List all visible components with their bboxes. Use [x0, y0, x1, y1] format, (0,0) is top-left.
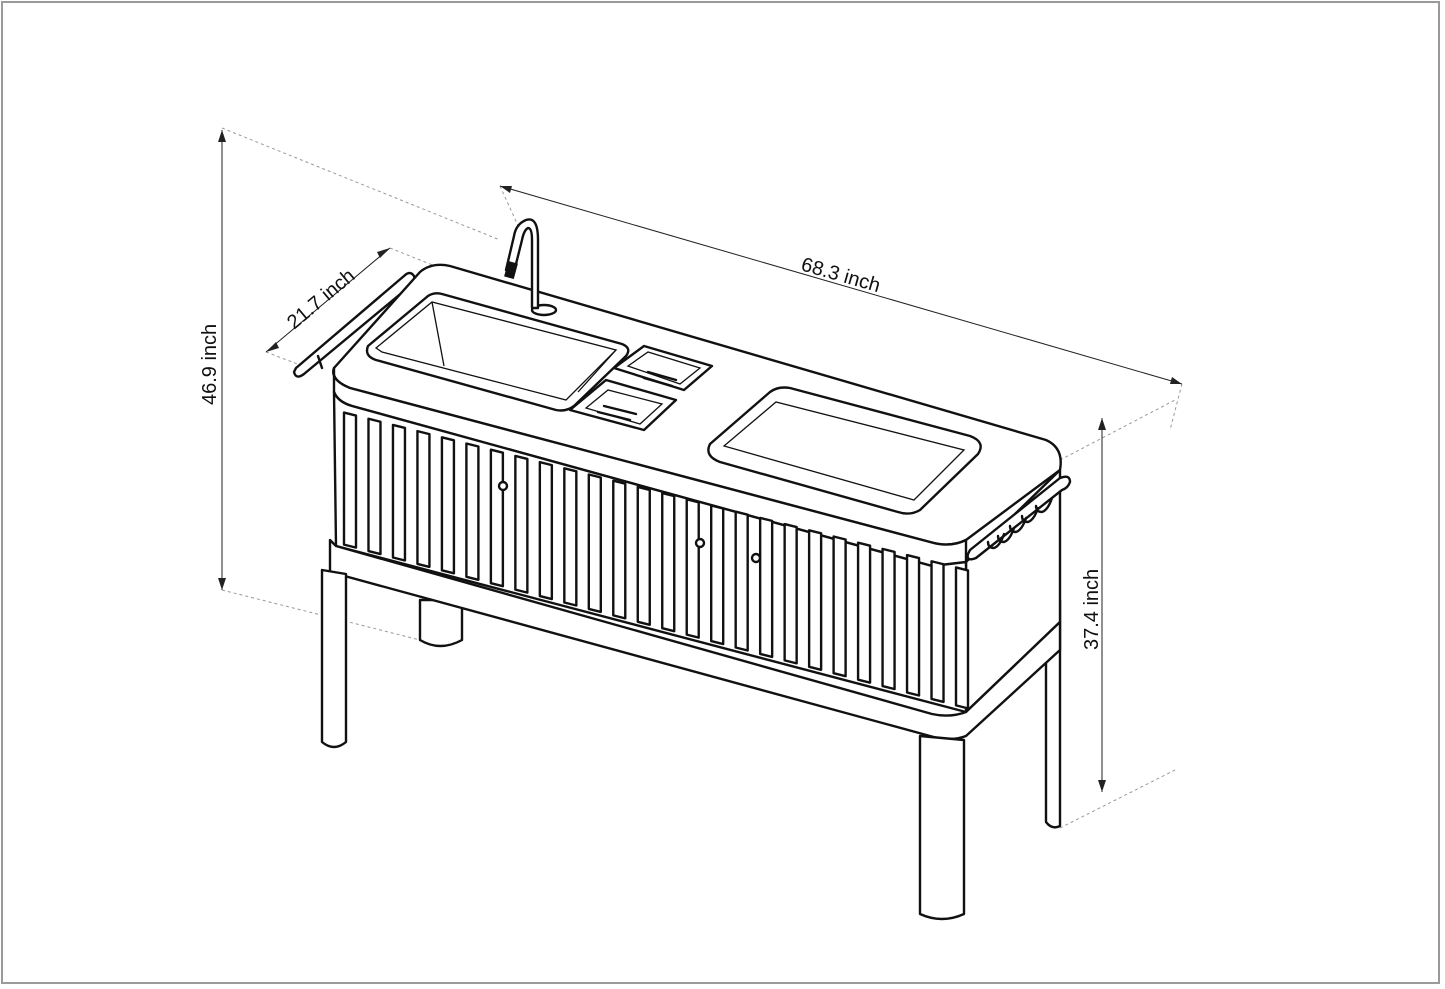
door-knobs — [497, 480, 762, 564]
label-counter-height: 37.4 inch — [1081, 569, 1103, 650]
front-legs — [320, 568, 966, 921]
label-total-height: 46.9 inch — [199, 324, 221, 405]
lidded-bins — [568, 344, 714, 432]
dimension-counter-height: 37.4 inch — [1059, 399, 1176, 829]
cutting-board-lid — [707, 386, 982, 515]
dimension-total-height: 46.9 inch — [199, 127, 501, 641]
tool-hooks-rail — [966, 475, 1072, 561]
faucet — [504, 218, 558, 317]
label-length: 68.3 inch — [799, 254, 883, 298]
slatted-doors — [342, 411, 970, 710]
sink-basin — [365, 292, 630, 412]
